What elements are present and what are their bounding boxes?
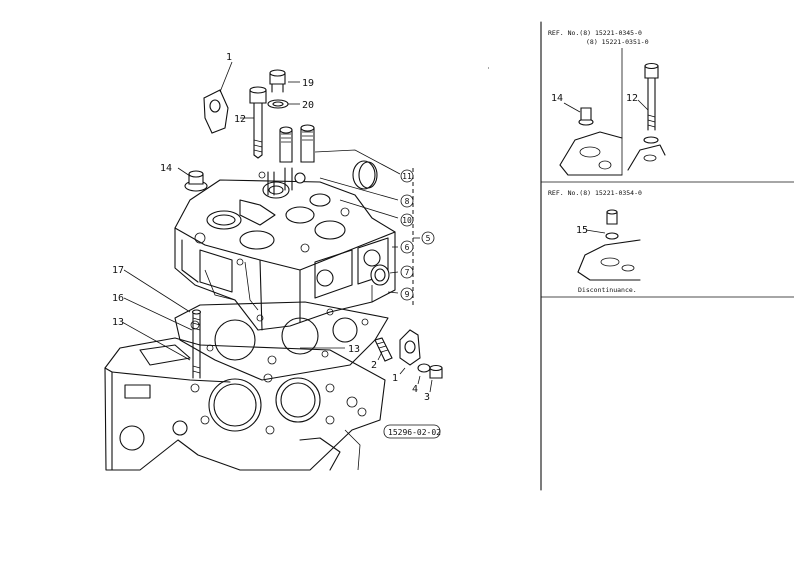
head-studs xyxy=(191,309,202,379)
callout-17: 17 xyxy=(112,265,124,276)
callout-1-top: 1 xyxy=(226,52,232,63)
discontinuance-note: Discontinuance. xyxy=(578,286,637,294)
callout-6: 6 xyxy=(405,243,410,252)
cylinder-block xyxy=(104,337,386,471)
callout-20: 20 xyxy=(302,100,314,111)
seal-7 xyxy=(370,264,390,286)
callout-9: 9 xyxy=(405,290,410,299)
plug-and-washer xyxy=(267,69,289,109)
callout-7: 7 xyxy=(405,268,410,277)
cylinder-head xyxy=(174,167,396,331)
drawing-code: 15296-02-02 xyxy=(388,428,441,437)
valve-guides xyxy=(279,124,315,163)
leader-lines xyxy=(121,61,433,393)
ref1-line2: (8) 15221-0351-0 xyxy=(586,38,649,46)
callout-13-left: 13 xyxy=(112,317,124,328)
side-panel: REF. No.(8) 15221-0345-0 (8) 15221-0351-… xyxy=(488,21,794,491)
callout-10: 10 xyxy=(402,216,412,225)
drawing-code-box: 15296-02-02 xyxy=(383,424,441,439)
callout-3: 3 xyxy=(424,392,430,403)
callout-labels: 1 12 19 20 14 17 16 13 13 2 1 4 3 11 8 1… xyxy=(112,52,435,403)
callout-4: 4 xyxy=(412,384,418,395)
callout-5: 5 xyxy=(426,234,431,243)
callout-2: 2 xyxy=(371,360,377,371)
callout-13-right: 13 xyxy=(348,344,360,355)
callout-16: 16 xyxy=(112,293,124,304)
lifting-eye-top xyxy=(203,89,229,134)
head-bolt xyxy=(249,86,267,159)
ref1-callout-12: 12 xyxy=(626,93,638,104)
callout-19: 19 xyxy=(302,78,314,89)
ref1-line1: REF. No.(8) 15221-0345-0 xyxy=(548,29,642,37)
ref1-bolt-inset: 12 xyxy=(626,62,666,171)
ref2-callout-15: 15 xyxy=(576,225,588,236)
ref2-line1: REF. No.(8) 15221-0354-0 xyxy=(548,189,642,197)
ref1-callout-14: 14 xyxy=(551,93,563,104)
callout-11: 11 xyxy=(402,172,412,181)
nut-14 xyxy=(184,170,208,192)
ref1-nut-inset: 14 xyxy=(551,93,623,176)
ref2-nut-inset: 15 xyxy=(576,209,641,281)
core-plug xyxy=(352,160,378,190)
callout-14: 14 xyxy=(160,163,172,174)
head-gasket xyxy=(174,301,389,381)
callout-1-bottom: 1 xyxy=(392,373,398,384)
callout-8: 8 xyxy=(405,197,410,206)
exhaust-stud-set xyxy=(374,329,443,379)
callout-12: 12 xyxy=(234,114,246,125)
